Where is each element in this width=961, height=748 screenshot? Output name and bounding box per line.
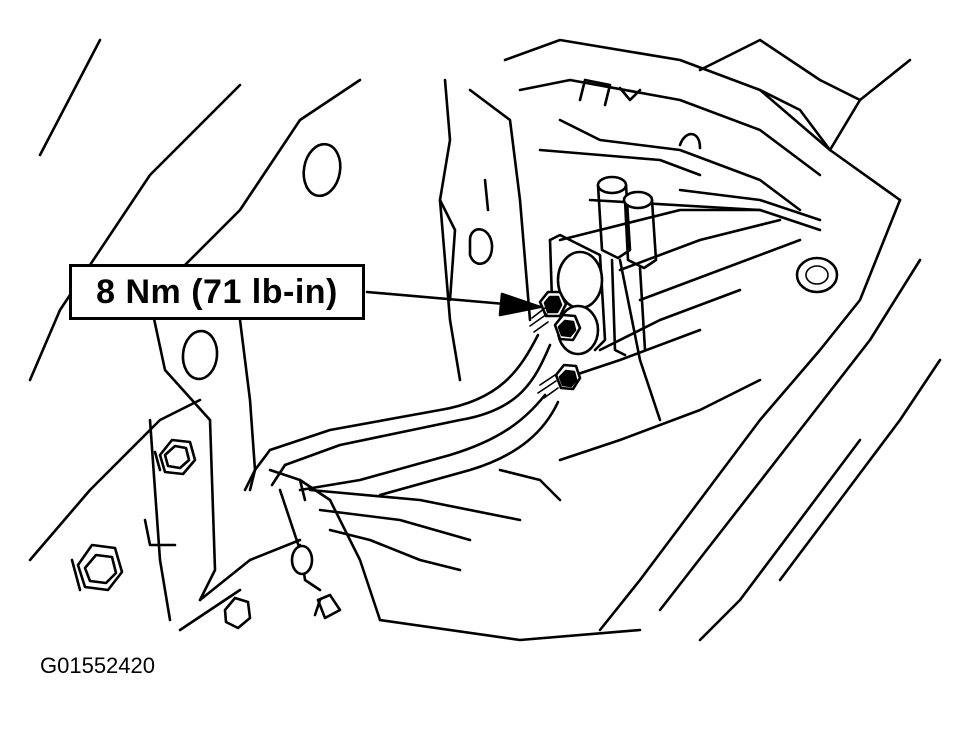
mounting-bolt-upper: [153, 438, 197, 476]
lower-bracket: [278, 468, 562, 622]
cooler-lines: [248, 333, 560, 497]
upper-body-structure: [503, 38, 912, 222]
right-body-panel: [378, 198, 942, 642]
torque-spec-label: 8 Nm (71 lb-in): [96, 272, 338, 311]
cooler-tube-stubs: [596, 175, 658, 357]
figure-id-label: G01552420: [40, 653, 155, 678]
callout-arrow: [365, 290, 542, 317]
center-bracket: [438, 78, 532, 382]
frame-bracket: [143, 318, 307, 632]
torque-spec-callout: 8 Nm (71 lb-in): [69, 264, 365, 320]
mounting-bolt-lower: [70, 543, 124, 592]
tube-fitting-block: [529, 233, 607, 399]
left-body-panel: [28, 38, 362, 562]
